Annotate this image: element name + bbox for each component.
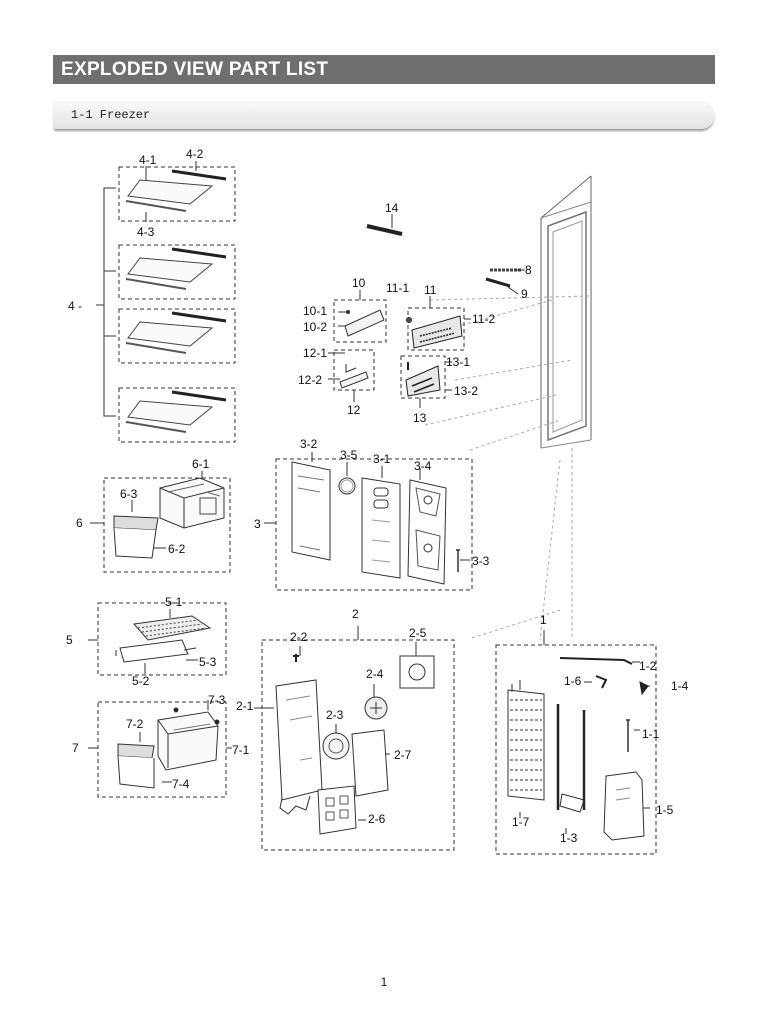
callout-2: 2 (352, 607, 359, 621)
callout-6: 6 (76, 516, 83, 530)
callout-5: 5 (66, 633, 73, 647)
callout-1-3: 1-3 (560, 831, 578, 845)
page-title: EXPLODED VIEW PART LIST (61, 59, 329, 80)
callout-10: 10 (352, 276, 366, 290)
callout-1: 1 (540, 613, 547, 627)
callout-10-1: 10-1 (303, 304, 327, 318)
glass-shelf-icon (125, 169, 227, 433)
part-group-11 (406, 296, 471, 351)
part-group-6 (90, 471, 231, 573)
callout-1-4: 1-4 (671, 679, 689, 693)
callout-11: 11 (424, 283, 437, 297)
callout-4-3: 4-3 (137, 225, 155, 239)
callout-5-2: 5-2 (132, 674, 150, 688)
callout-2-6: 2-6 (368, 812, 386, 826)
callout-3-4: 3-4 (414, 459, 432, 473)
callout-6-3: 6-3 (120, 487, 138, 501)
part-group-13 (400, 355, 452, 408)
parts-8-9-icon (485, 268, 525, 295)
callout-12: 12 (347, 403, 361, 417)
callout-7-1: 7-1 (232, 743, 250, 757)
callout-10-2: 10-2 (303, 320, 327, 334)
part-14-icon (366, 214, 403, 236)
callout-1-1: 1-1 (642, 727, 660, 741)
callout-5-3: 5-3 (199, 655, 217, 669)
callout-7-4: 7-4 (172, 777, 190, 791)
callout-12-2: 12-2 (298, 373, 322, 387)
section-tab: 1-1 Freezer (53, 101, 715, 129)
callout-11-1: 11-1 (386, 281, 409, 295)
callout-2-1: 2-1 (236, 699, 254, 713)
callout-7-3: 7-3 (208, 693, 226, 707)
evaporator-icon (507, 680, 545, 801)
page-number: 1 (380, 975, 388, 989)
callout-6-1: 6-1 (192, 457, 210, 471)
callout-8: 8 (525, 263, 532, 277)
vegetable-drawer-icon (157, 711, 219, 771)
callout-13: 13 (413, 411, 427, 425)
part-group-7 (88, 700, 232, 798)
callout-3-2: 3-2 (300, 437, 318, 451)
part-group-12 (328, 349, 375, 402)
callout-1-5: 1-5 (656, 803, 674, 817)
callout-2-5: 2-5 (409, 626, 427, 640)
section-label: 1-1 Freezer (71, 108, 151, 122)
callout-5-1: 5-1 (165, 595, 183, 609)
callout-9: 9 (521, 287, 528, 301)
callout-3-5: 3-5 (340, 448, 358, 462)
title-bar: EXPLODED VIEW PART LIST (53, 55, 715, 84)
part-group-1 (495, 630, 657, 855)
part-group-3 (264, 452, 473, 591)
callout-7-2: 7-2 (126, 717, 144, 731)
callout-14: 14 (385, 201, 399, 215)
callout-13-2: 13-2 (454, 384, 478, 398)
callout-1-7: 1-7 (512, 815, 530, 829)
callout-3-3: 3-3 (472, 554, 490, 568)
shelf-group-4 (96, 161, 236, 443)
callout-7: 7 (72, 741, 79, 755)
callout-1-6: 1-6 (564, 674, 582, 688)
callout-11-2: 11-2 (472, 312, 495, 326)
callout-4-1: 4-1 (139, 153, 157, 167)
callout-13-1: 13-1 (446, 355, 470, 369)
part-group-2 (254, 626, 455, 851)
callout-1-2: 1-2 (639, 659, 657, 673)
callout-3: 3 (254, 517, 261, 531)
callout-12-1: 12-1 (303, 346, 327, 360)
callout-4-2: 4-2 (186, 147, 204, 161)
freezer-drawer-icon (159, 477, 225, 529)
part-group-10 (333, 290, 387, 343)
callout-4: 4 - (68, 299, 82, 313)
callout-2-2: 2-2 (290, 630, 308, 644)
part-group-5 (88, 602, 227, 676)
freezer-cabinet-icon (424, 175, 592, 641)
callout-2-4: 2-4 (366, 667, 384, 681)
callout-2-7: 2-7 (394, 748, 412, 762)
callout-6-2: 6-2 (168, 542, 186, 556)
callout-2-3: 2-3 (326, 708, 344, 722)
callout-3-1: 3-1 (373, 452, 391, 466)
